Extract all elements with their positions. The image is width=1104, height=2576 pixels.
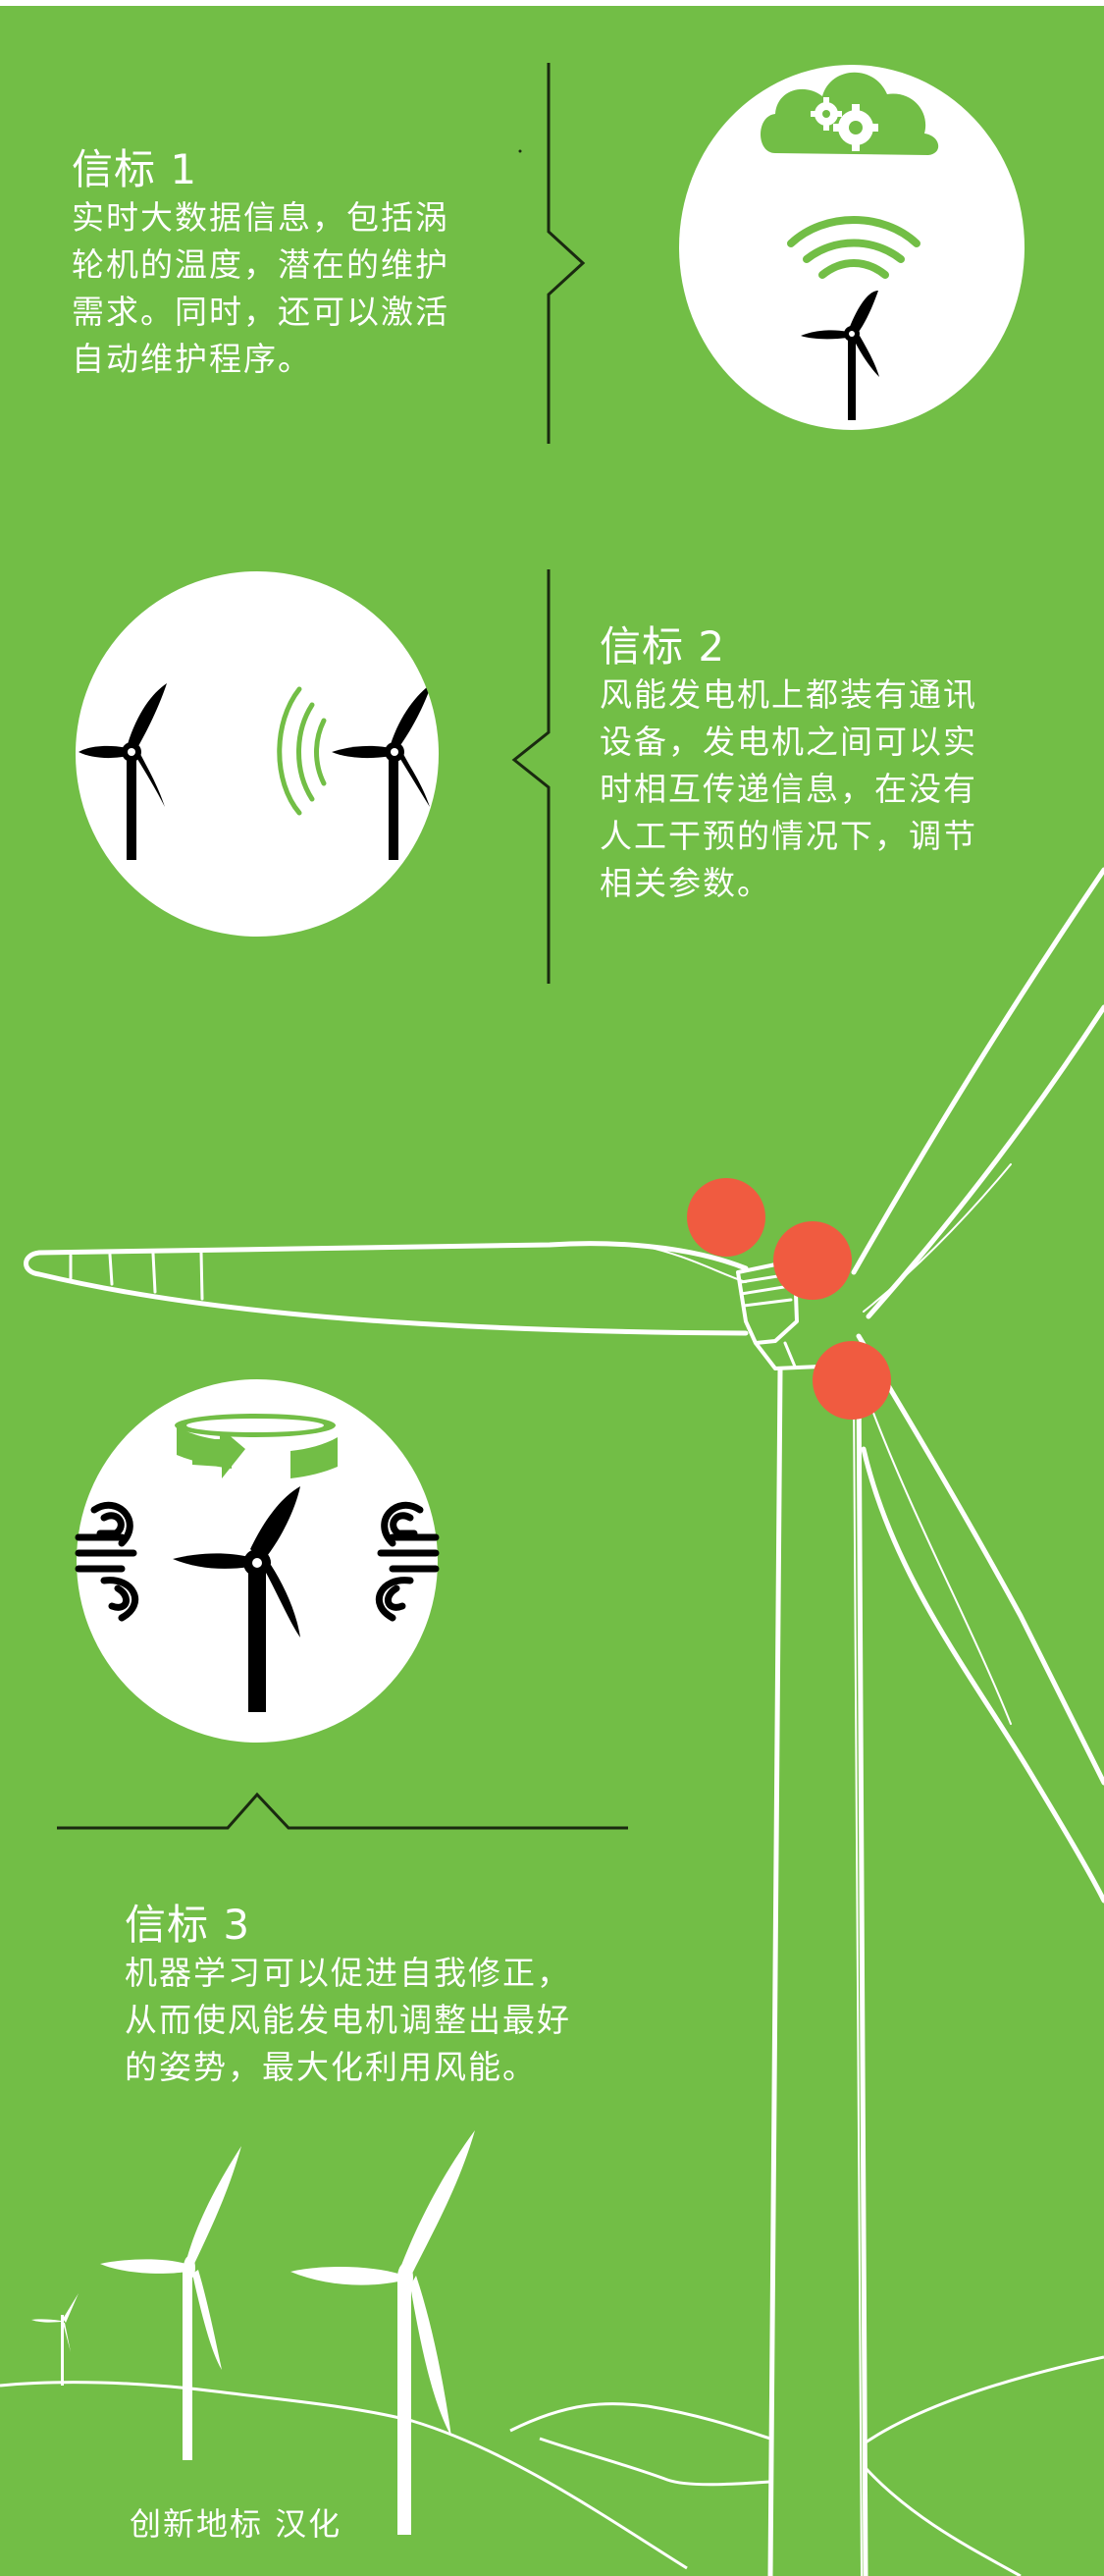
beacon-3-line-2: 从而使风能发电机调整出最好 xyxy=(125,2001,571,2039)
background-turbines xyxy=(31,2130,475,2535)
beacon-marker-1 xyxy=(687,1178,765,1257)
beacon-2-text: 信标 2 风能发电机上都装有通讯 设备，发电机之间可以实 时相互传递信息，在没有… xyxy=(600,622,977,907)
yaw-rotation-wind-turbine-icon xyxy=(75,1379,440,1743)
beacon-2-title: 信标 2 xyxy=(600,622,726,671)
footer-credit: 创新地标 汉化 xyxy=(130,2505,342,2543)
large-turbine-outline xyxy=(24,867,1104,2576)
infographic-canvas: 信标 1 实时大数据信息，包括涡 轮机的温度，潜在的维护 需求。同时，还可以激活… xyxy=(0,6,1104,2576)
beacon-2-line-1: 风能发电机上都装有通讯 xyxy=(600,675,977,714)
turbines-communicating-icon xyxy=(76,571,439,937)
tiny-turbine xyxy=(31,2293,79,2386)
beacon-2-line-2: 设备，发电机之间可以实 xyxy=(600,723,977,761)
beacon-1-title: 信标 1 xyxy=(72,145,198,193)
beacon-1-line-4: 自动维护程序。 xyxy=(72,340,312,378)
large-foreground-turbine xyxy=(290,2130,475,2535)
beacon-marker-2 xyxy=(773,1221,852,1300)
beacon-3-text: 信标 3 机器学习可以促进自我修正， 从而使风能发电机调整出最好 的姿势，最大化… xyxy=(125,1901,571,2091)
beacon-3-line-1: 机器学习可以促进自我修正， xyxy=(125,1954,571,1992)
beacon-1-line-1: 实时大数据信息，包括涡 xyxy=(72,198,449,237)
beacon-1-line-3: 需求。同时，还可以激活 xyxy=(72,293,449,331)
divider-beacon-1 xyxy=(547,63,586,444)
beacon-1-text: 信标 1 实时大数据信息，包括涡 轮机的温度，潜在的维护 需求。同时，还可以激活… xyxy=(72,145,449,383)
beacon-marker-3 xyxy=(813,1341,891,1420)
beacon-2-line-5: 相关参数。 xyxy=(600,864,771,902)
divider-beacon-3 xyxy=(57,1792,628,1830)
beacon-2-line-3: 时相互传递信息，在没有 xyxy=(600,770,977,808)
illustration-layer xyxy=(0,63,1104,2576)
cloud-gears-wifi-turbine-icon xyxy=(679,65,1025,430)
beacon-3-line-3: 的姿势，最大化利用风能。 xyxy=(125,2048,537,2086)
beacon-2-line-4: 人工干预的情况下，调节 xyxy=(600,817,977,855)
section-dividers xyxy=(57,63,628,1830)
divider-beacon-2 xyxy=(511,569,551,984)
beacon-markers xyxy=(687,1178,891,1420)
landscape-hills xyxy=(0,2355,1104,2576)
beacon-1-line-2: 轮机的温度，潜在的维护 xyxy=(72,245,449,284)
medium-turbine xyxy=(100,2146,241,2460)
beacon-3-title: 信标 3 xyxy=(125,1901,251,1949)
